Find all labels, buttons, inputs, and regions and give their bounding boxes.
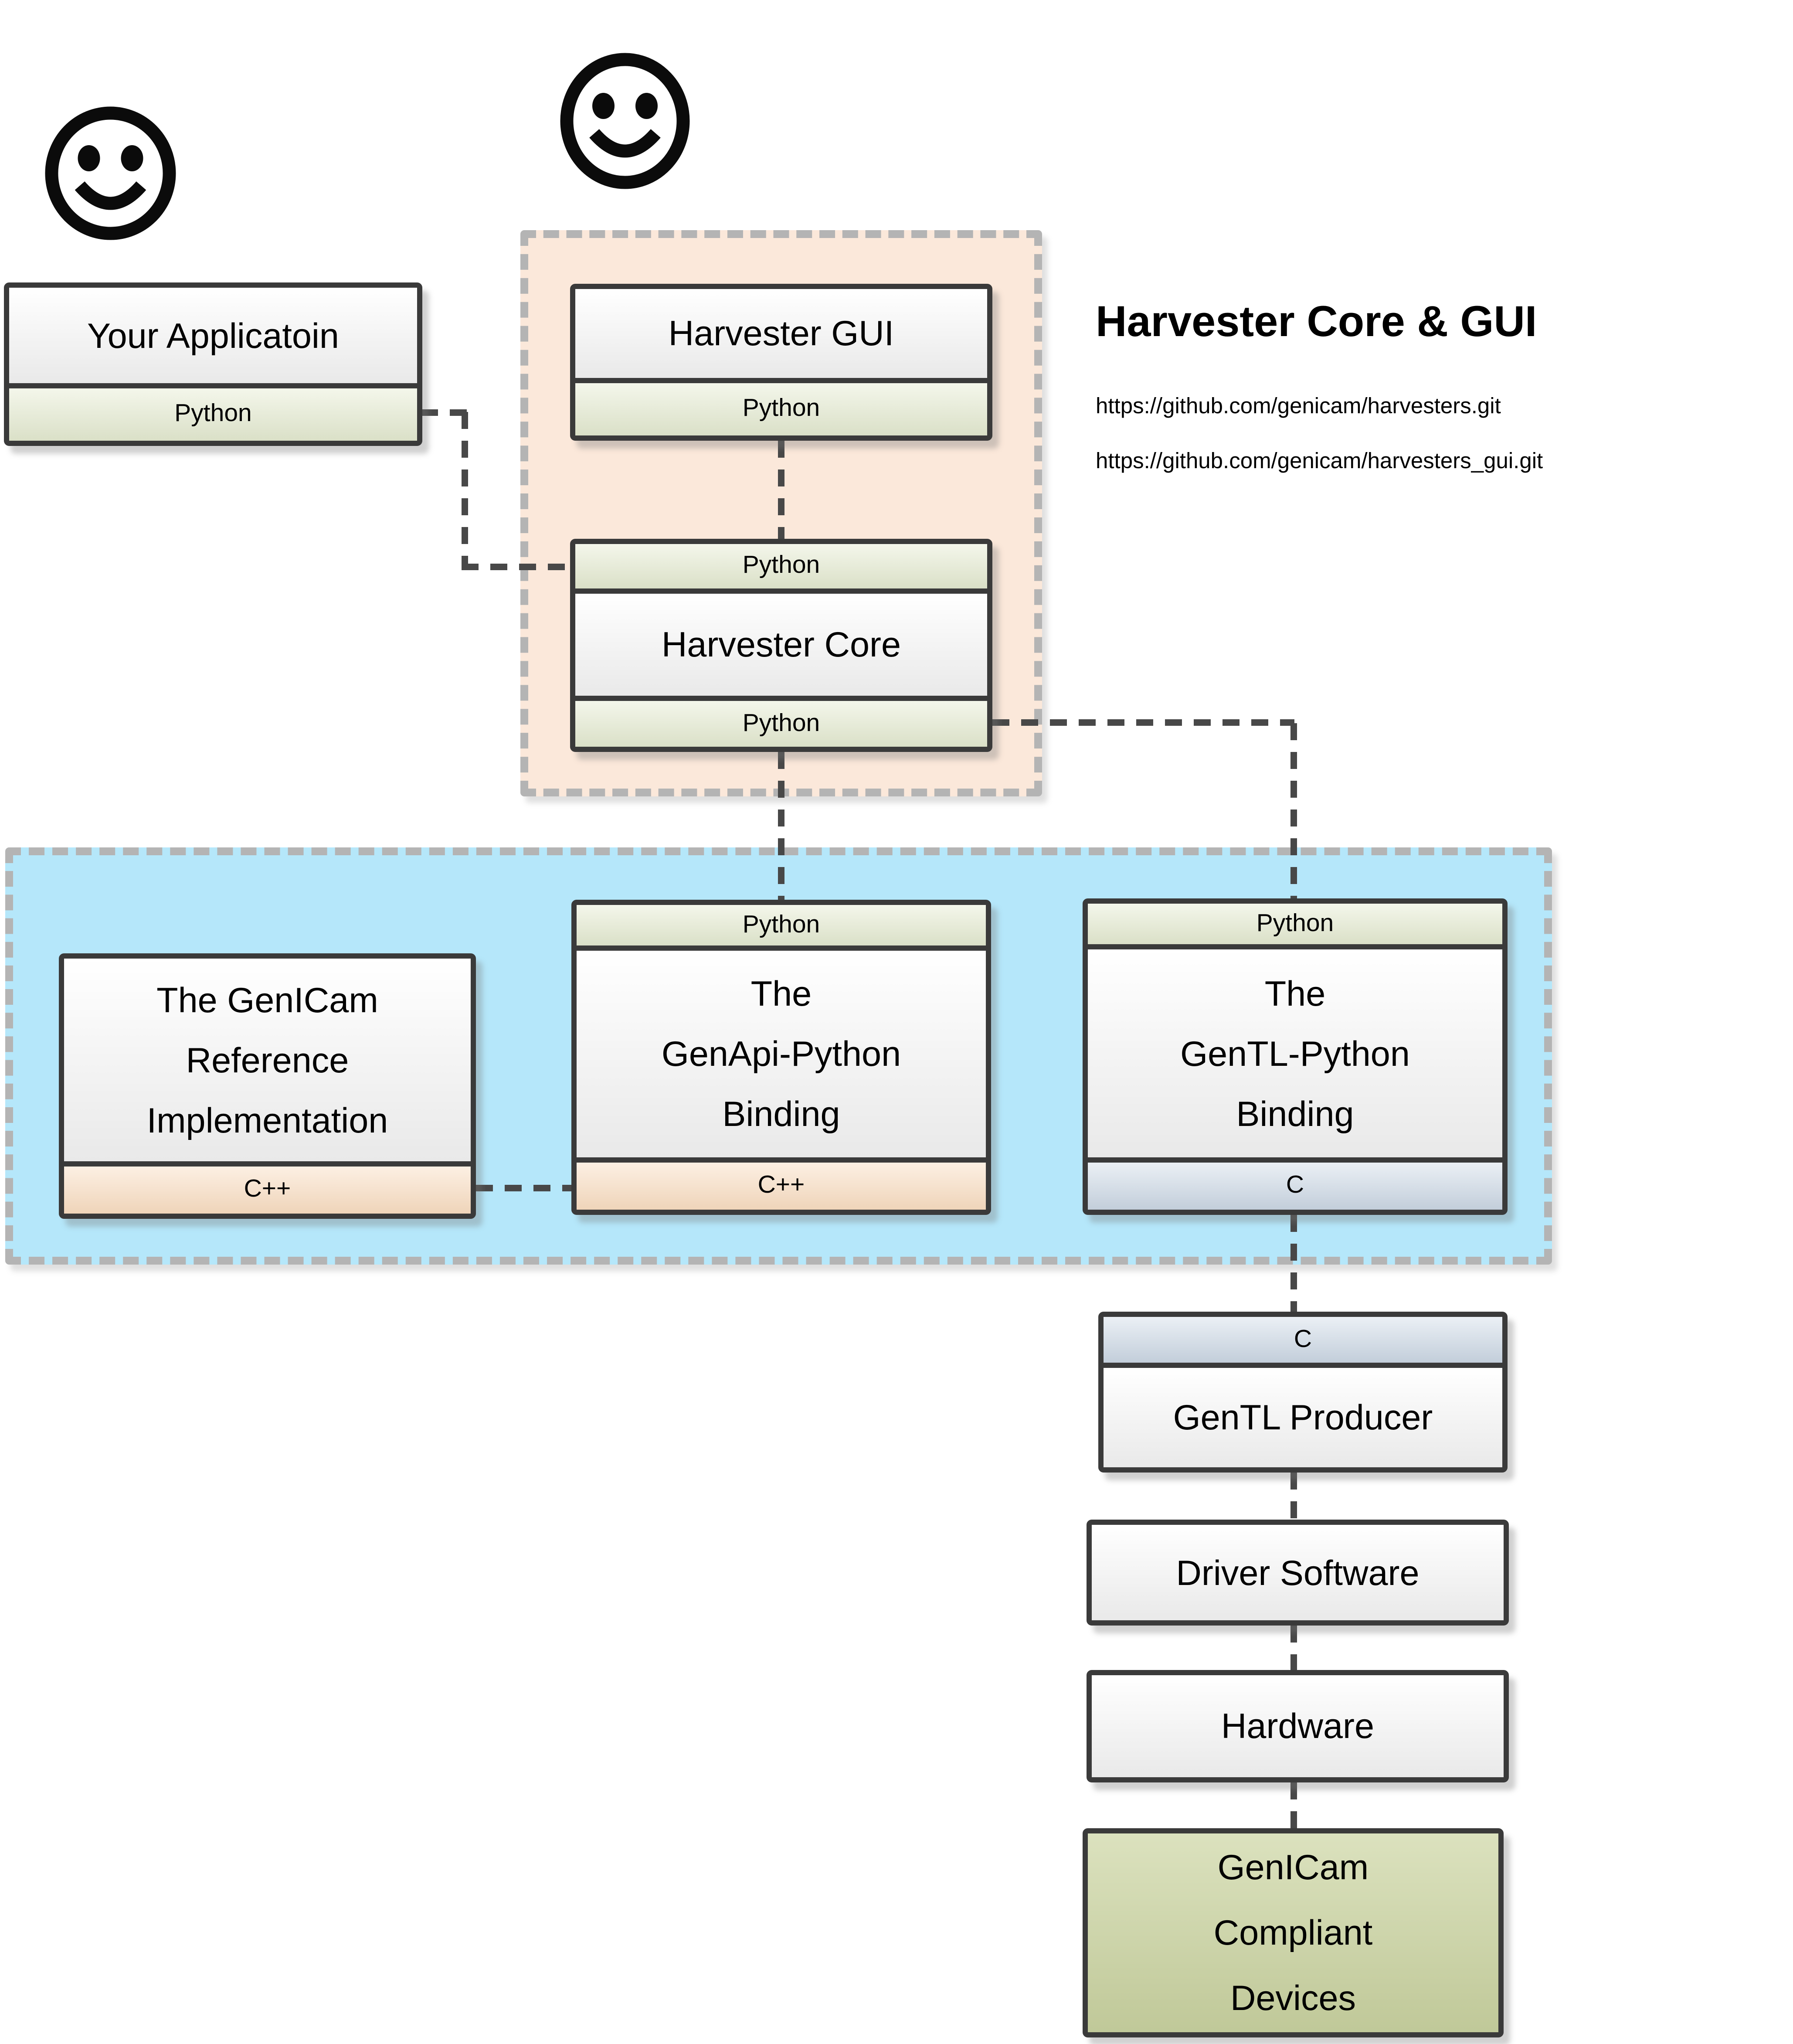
hardware-label: Hardware (1092, 1675, 1504, 1777)
box-genicam-compliant-devices: GenICam Compliant Devices (1083, 1828, 1504, 2037)
smiley-face-icon (45, 106, 176, 240)
repo-url-harvesters-gui: https://github.com/genicam/harvesters_gu… (1096, 449, 1543, 473)
diagram-title: Harvester Core & GUI (1096, 297, 1537, 345)
driver-software-label: Driver Software (1092, 1525, 1504, 1620)
gentl-binding-top-language-bar: Python (1088, 904, 1502, 949)
title-block: Harvester Core & GUI https://github.com/… (1096, 296, 1789, 502)
smiley-face-icon (560, 53, 690, 189)
connector-gui-to-core (778, 441, 784, 539)
gentl-binding-bottom-language-bar: C (1088, 1157, 1502, 1210)
connector-yourapp-to-core (462, 564, 573, 570)
connector-producer-to-driver (1290, 1473, 1297, 1520)
connector-gentl-to-producer (1290, 1215, 1297, 1312)
connector-yourapp-down (462, 412, 468, 570)
connector-hardware-to-devices (1290, 1782, 1297, 1828)
box-harvester-core: Python Harvester Core Python (570, 539, 992, 752)
genapi-binding-top-language-bar: Python (577, 905, 986, 951)
connector-yourapp-out (421, 409, 471, 416)
gentl-producer-label: GenTL Producer (1104, 1368, 1502, 1467)
genapi-binding-bottom-language-bar: C++ (577, 1157, 986, 1210)
box-gentl-python-binding: Python The GenTL-Python Binding C (1083, 898, 1508, 1215)
genicam-devices-label: GenICam Compliant Devices (1088, 1833, 1498, 2032)
gentl-producer-language-bar: C (1104, 1317, 1502, 1368)
genicam-reference-language-bar: C++ (64, 1161, 471, 1214)
box-hardware: Hardware (1087, 1670, 1509, 1782)
connector-core-right (992, 719, 1294, 726)
harvester-core-top-language-bar: Python (575, 544, 987, 594)
connector-core-to-genapi (778, 752, 784, 900)
box-genapi-python-binding: Python The GenApi-Python Binding C++ (571, 900, 991, 1215)
harvester-gui-label: Harvester GUI (575, 289, 987, 378)
your-application-label: Your Applicatoin (9, 288, 417, 383)
box-gentl-producer: C GenTL Producer (1098, 1312, 1508, 1473)
genapi-binding-label: The GenApi-Python Binding (577, 951, 986, 1157)
box-genicam-reference-implementation: The GenICam Reference Implementation C++ (59, 953, 476, 1219)
connector-driver-to-hardware (1290, 1626, 1297, 1670)
harvester-core-label: Harvester Core (575, 594, 987, 696)
harvester-core-bottom-language-bar: Python (575, 696, 987, 747)
box-your-application: Your Applicatoin Python (4, 282, 422, 446)
your-application-language-bar: Python (9, 383, 417, 441)
harvester-gui-language-bar: Python (575, 378, 987, 435)
connector-core-to-gentl (1290, 723, 1297, 898)
connector-reference-to-genapi (476, 1185, 571, 1191)
gentl-binding-label: The GenTL-Python Binding (1088, 949, 1502, 1157)
repo-url-harvesters: https://github.com/genicam/harvesters.gi… (1096, 394, 1501, 418)
box-driver-software: Driver Software (1087, 1520, 1509, 1626)
genicam-reference-label: The GenICam Reference Implementation (64, 959, 471, 1161)
box-harvester-gui: Harvester GUI Python (570, 284, 992, 441)
